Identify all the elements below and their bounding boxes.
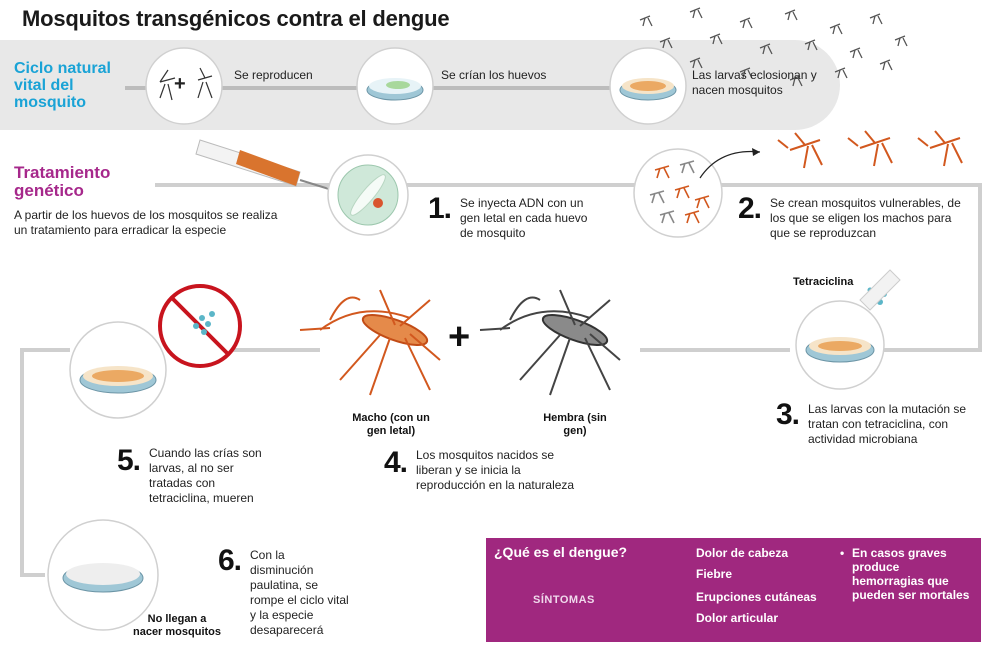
severe-case-note: En casos graves produce hemorragias que … bbox=[852, 546, 970, 602]
step-5-text: Cuando las crías son larvas, al no ser t… bbox=[149, 446, 262, 505]
step-2-number: 2. bbox=[738, 192, 762, 225]
bullet-icon: • bbox=[840, 546, 845, 560]
natural-step-reproduce: Se reproducen bbox=[234, 68, 313, 82]
male-label: Macho (con un gen letal) bbox=[352, 412, 430, 437]
natural-step-eggs: Se crían los huevos bbox=[441, 68, 547, 82]
symptom-joint-pain: Dolor articular bbox=[696, 611, 779, 625]
dengue-info-box bbox=[486, 538, 981, 642]
symptoms-label: SÍNTOMAS bbox=[533, 594, 595, 606]
symptom-rash: Erupciones cutáneas bbox=[696, 590, 817, 604]
symptom-fever: Fiebre bbox=[696, 567, 733, 581]
step-1-text: Se inyecta ADN con un gen letal en cada … bbox=[460, 196, 588, 240]
breeding-plus: + bbox=[448, 316, 471, 358]
step-4-text: Los mosquitos nacidos se liberan y se in… bbox=[416, 448, 575, 492]
female-mosquito bbox=[479, 289, 621, 396]
step-2-text: Se crean mosquitos vulnerables, de los q… bbox=[770, 196, 961, 240]
step-3-text: Las larvas con la mutación se tratan con… bbox=[808, 402, 967, 446]
mating-plus: + bbox=[174, 73, 186, 95]
step-4-number: 4. bbox=[384, 446, 408, 479]
natural-cycle-heading: Ciclo natural vital del mosquito bbox=[14, 60, 111, 111]
step-5-number: 5. bbox=[117, 444, 141, 477]
tetracycline-label: Tetraciclina bbox=[793, 276, 854, 288]
male-mosquito bbox=[299, 289, 441, 396]
treatment-description: A partir de los huevos de los mosquitos … bbox=[14, 208, 278, 237]
page-title: Mosquitos transgénicos contra el dengue bbox=[22, 6, 450, 31]
mating-circle bbox=[145, 47, 223, 125]
step-6-number: 6. bbox=[218, 544, 242, 577]
step-6-text: Con la disminución paulatina, se rompe e… bbox=[250, 548, 349, 637]
no-mosquitoes-label: No llegan a nacer mosquitos bbox=[132, 613, 222, 638]
natural-step-larvae: Las larvas eclosionan y nacen mosquitos bbox=[692, 68, 817, 97]
step-3-number: 3. bbox=[776, 398, 800, 431]
treatment-heading: Tratamiento genético bbox=[14, 163, 111, 200]
female-label: Hembra (sin gen) bbox=[543, 412, 607, 437]
step-1-number: 1. bbox=[428, 192, 452, 225]
dengue-box-title: ¿Qué es el dengue? bbox=[494, 544, 628, 560]
symptom-headache: Dolor de cabeza bbox=[696, 546, 789, 560]
